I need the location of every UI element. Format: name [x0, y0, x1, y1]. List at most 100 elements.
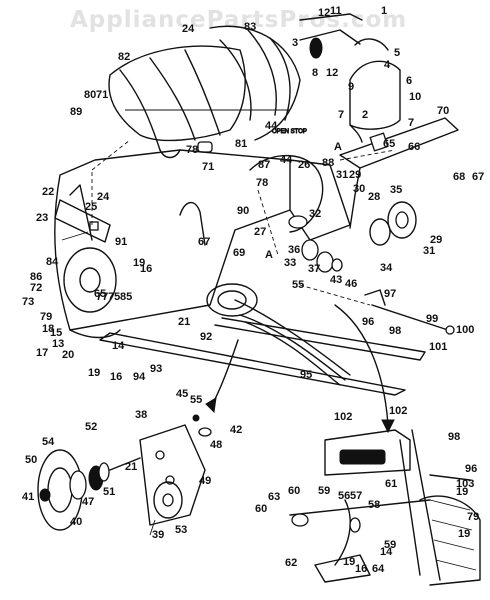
callout: A	[334, 141, 342, 153]
callout: 81	[235, 138, 247, 150]
callout: 98	[389, 325, 401, 337]
callout: 51	[103, 486, 115, 498]
callout: 16	[355, 563, 367, 575]
callout-labels: 1 2 3 4 5 6 7 7 8 9 10 11 12 12 13 14 14…	[22, 5, 484, 575]
callout: 62	[285, 557, 297, 569]
callout: 69	[233, 247, 245, 259]
callout: 65	[94, 288, 106, 300]
callout: 72	[30, 282, 42, 294]
callout: 102	[389, 405, 407, 417]
callout: 77	[96, 291, 108, 303]
lower-pulley-assembly	[37, 414, 212, 536]
auger-assembly	[108, 25, 301, 159]
callout: 37	[308, 263, 320, 275]
callout: 85	[120, 291, 132, 303]
callout: 59	[384, 539, 396, 551]
callout: 102	[334, 411, 352, 423]
callout: 82	[118, 51, 130, 63]
callout: 59	[318, 485, 330, 497]
stop-decal: OPEN STOP	[272, 129, 307, 135]
callout: 30	[353, 183, 365, 195]
callout: 73	[22, 296, 34, 308]
callout: 16	[140, 263, 152, 275]
callout: 103	[456, 478, 474, 490]
callout: 71	[202, 161, 214, 173]
callout: 2	[362, 109, 368, 121]
callout: 101	[429, 341, 447, 353]
handle-detail-view	[289, 429, 481, 586]
callout: 88	[322, 157, 334, 169]
callout: 13	[52, 338, 64, 350]
callout: 56	[338, 490, 350, 502]
callout: 89	[70, 106, 82, 118]
callout: 48	[210, 439, 222, 451]
callout: 78	[186, 144, 198, 156]
callout: 52	[85, 421, 97, 433]
callout: 16	[110, 371, 122, 383]
callout: 8	[312, 67, 318, 79]
callout: 94	[133, 371, 146, 383]
callout: 20	[62, 349, 74, 361]
callout: 11	[330, 5, 342, 17]
callout: 6	[406, 75, 412, 87]
callout: 10	[409, 91, 421, 103]
callout: 19	[343, 556, 355, 568]
callout: 24	[97, 191, 110, 203]
callout: 4	[384, 59, 391, 71]
callout: 55	[292, 279, 304, 291]
callout: 71	[96, 89, 108, 101]
callout: 12	[318, 7, 330, 19]
callout: 45	[176, 388, 188, 400]
callout: 80	[84, 89, 96, 101]
callout: 58	[368, 499, 380, 511]
callout: 44	[280, 154, 293, 166]
callout: 91	[115, 236, 127, 248]
callout: 97	[384, 288, 396, 300]
callout: 55	[190, 394, 202, 406]
callout: 25	[85, 201, 97, 213]
callout: 54	[42, 436, 55, 448]
callout: 33	[284, 257, 296, 269]
callout: 83	[244, 21, 256, 33]
callout: A	[265, 249, 273, 261]
callout: 96	[465, 463, 477, 475]
callout: 32	[309, 208, 321, 220]
callout: 93	[150, 363, 162, 375]
control-rod	[364, 289, 455, 335]
discharge-chute	[299, 13, 401, 143]
callout: 19	[458, 528, 470, 540]
callout: 49	[199, 475, 211, 487]
callout: 27	[254, 226, 266, 238]
callout: 18	[42, 323, 54, 335]
callout: 34	[380, 262, 393, 274]
callout: 61	[385, 478, 397, 490]
callout: 67	[198, 236, 210, 248]
callout: 21	[178, 316, 190, 328]
callout: 68	[453, 171, 465, 183]
callout: 35	[390, 184, 402, 196]
callout: 67	[472, 171, 484, 183]
callout: 28	[368, 191, 380, 203]
callout: 31	[423, 245, 435, 257]
callout: 60	[255, 503, 267, 515]
callout: 22	[42, 186, 54, 198]
callout: 57	[350, 490, 362, 502]
callout: 46	[345, 278, 357, 290]
callout: 98	[448, 431, 460, 443]
callout: 26	[298, 159, 310, 171]
callout: 40	[70, 516, 82, 528]
callout: 53	[175, 524, 187, 536]
callout: 17	[36, 347, 48, 359]
callout: 75	[108, 291, 120, 303]
left-linkage	[54, 199, 111, 243]
assembly-leaders	[91, 139, 396, 306]
callout: 90	[237, 205, 249, 217]
callout: 24	[182, 23, 195, 35]
callout: 99	[426, 313, 438, 325]
callout: 96	[362, 316, 374, 328]
callout: 23	[36, 212, 48, 224]
callout: 50	[25, 454, 37, 466]
callout: 19	[88, 367, 100, 379]
callout: 79	[467, 511, 479, 523]
